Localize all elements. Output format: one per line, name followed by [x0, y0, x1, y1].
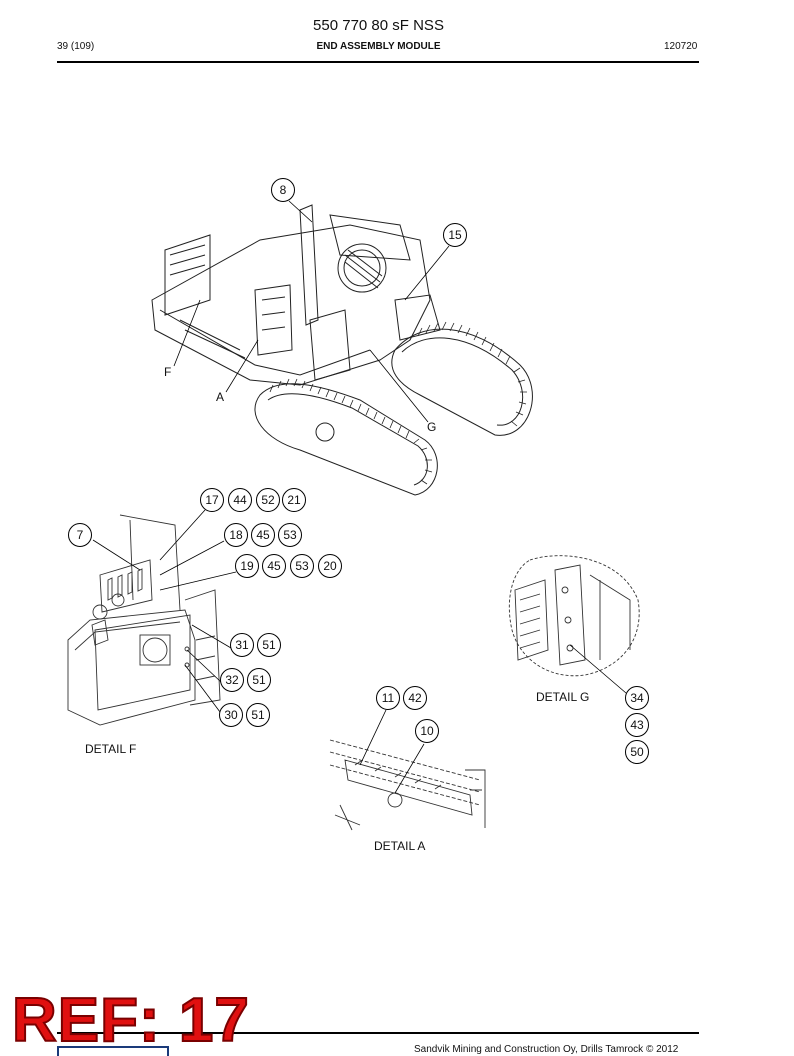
- page-number: 39 (109): [57, 41, 95, 52]
- left-track: [254, 383, 438, 496]
- callout-51: 51: [247, 668, 271, 692]
- callout-51: 51: [257, 633, 281, 657]
- callout-7: 7: [68, 523, 92, 547]
- callout-45: 45: [251, 523, 275, 547]
- callout-15: 15: [443, 223, 467, 247]
- callout-34: 34: [625, 686, 649, 710]
- ref-stamp: REF: 17: [11, 985, 250, 1056]
- callout-44: 44: [228, 488, 252, 512]
- callout-50: 50: [625, 740, 649, 764]
- callout-17: 17: [200, 488, 224, 512]
- machine-body-outline: [151, 204, 441, 386]
- document-title: 550 770 80 sF NSS: [313, 17, 444, 34]
- callout-30: 30: [219, 703, 243, 727]
- date-code: 120720: [664, 41, 698, 52]
- callout-32: 32: [220, 668, 244, 692]
- right-track: [391, 328, 533, 436]
- callout-10: 10: [415, 719, 439, 743]
- callout-52: 52: [256, 488, 280, 512]
- callout-21: 21: [282, 488, 306, 512]
- callout-11: 11: [376, 686, 400, 710]
- detail-f-drawing: [67, 514, 221, 726]
- footer-rule: [57, 1032, 699, 1034]
- callout-19: 19: [235, 554, 259, 578]
- detail-g-caption: DETAIL G: [536, 690, 590, 704]
- detail-a-caption: DETAIL A: [374, 839, 426, 853]
- detail-f-caption: DETAIL F: [85, 742, 137, 756]
- detail-ref-a: A: [216, 390, 225, 404]
- callout-8: 8: [271, 178, 295, 202]
- callout-20: 20: [318, 554, 342, 578]
- detail-g-drawing: [508, 555, 640, 677]
- callout-53: 53: [278, 523, 302, 547]
- detail-ref-f: F: [164, 365, 172, 379]
- detail-ref-g: G: [427, 420, 437, 434]
- callout-53: 53: [290, 554, 314, 578]
- section-title: END ASSEMBLY MODULE: [316, 41, 441, 52]
- callout-18: 18: [224, 523, 248, 547]
- callout-31: 31: [230, 633, 254, 657]
- callout-51: 51: [246, 703, 270, 727]
- sandvik-logo: [57, 1046, 169, 1056]
- callout-43: 43: [625, 713, 649, 737]
- callout-45: 45: [262, 554, 286, 578]
- callout-42: 42: [403, 686, 427, 710]
- detail-a-drawing: [329, 739, 486, 831]
- copyright-footer: Sandvik Mining and Construction Oy, Dril…: [414, 1044, 679, 1055]
- leader-lines: [92, 200, 627, 794]
- header-rule: [57, 61, 699, 63]
